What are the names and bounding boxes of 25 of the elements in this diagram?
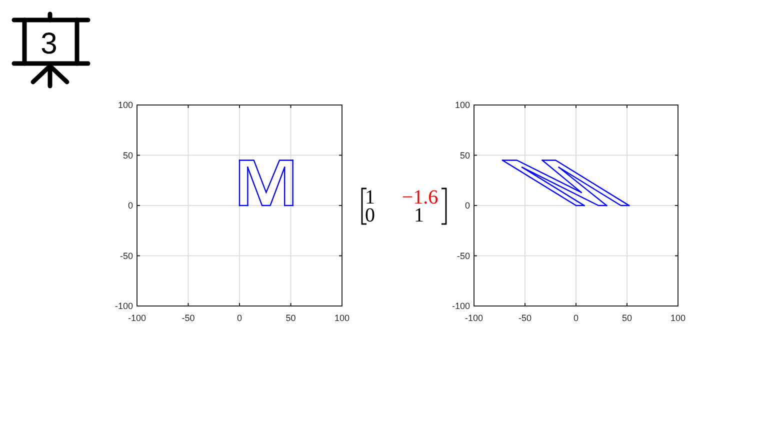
tick-label: -100 bbox=[128, 313, 146, 323]
tick-label: -100 bbox=[114, 301, 133, 311]
matrix-entry: 1 bbox=[414, 206, 424, 226]
tick-label: 50 bbox=[622, 313, 632, 323]
tick-label: 0 bbox=[464, 200, 470, 210]
matrix-entry: −1.6 bbox=[402, 187, 438, 208]
slide-number: 3 bbox=[40, 28, 58, 60]
tick-label: 100 bbox=[118, 100, 133, 110]
tick-label: 50 bbox=[122, 150, 133, 160]
tick-label: 50 bbox=[460, 150, 470, 160]
tick-label: -50 bbox=[518, 313, 532, 323]
matrix-entry: 1 bbox=[365, 187, 375, 208]
tick-label: 0 bbox=[574, 313, 578, 323]
tick-label: 100 bbox=[334, 313, 350, 323]
tick-label: 100 bbox=[670, 313, 686, 323]
tick-label: 100 bbox=[454, 100, 470, 110]
tick-label: -50 bbox=[456, 250, 470, 261]
tick-label: 0 bbox=[128, 200, 133, 210]
matrix-entry: 0 bbox=[365, 206, 375, 226]
tick-label: -50 bbox=[120, 250, 133, 261]
tick-label: -100 bbox=[465, 313, 483, 323]
tick-label: 0 bbox=[237, 313, 242, 323]
tick-label: -100 bbox=[452, 301, 470, 311]
tick-label: 50 bbox=[286, 313, 296, 323]
tick-label: -50 bbox=[182, 313, 195, 323]
